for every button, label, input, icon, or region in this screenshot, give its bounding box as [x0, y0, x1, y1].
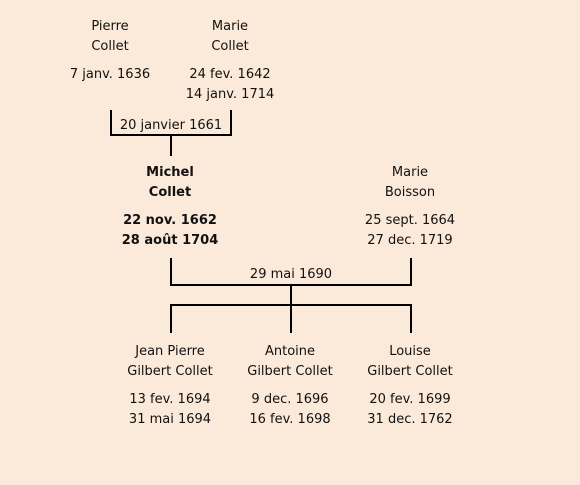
person-pierre-collet: Pierre Collet 7 janv. 1636 — [45, 17, 175, 85]
connector-line — [410, 258, 412, 286]
birth-date: 7 janv. 1636 — [69, 67, 151, 82]
birth-date: 22 nov. 1662 — [123, 213, 217, 228]
person-marie-boisson: Marie Boisson 25 sept. 1664 27 dec. 1719 — [345, 163, 475, 251]
last-name: Collet — [211, 39, 249, 54]
first-name: Louise — [389, 344, 431, 359]
last-name: Gilbert Collet — [247, 364, 333, 379]
person-marie-collet: Marie Collet 24 fev. 1642 14 janv. 1714 — [165, 17, 295, 105]
first-name: Jean Pierre — [135, 344, 205, 359]
union-line — [110, 134, 232, 136]
birth-date: 9 dec. 1696 — [251, 392, 329, 407]
birth-date: 24 fev. 1642 — [189, 67, 271, 82]
first-name: Marie — [211, 19, 249, 34]
first-name: Marie — [391, 165, 429, 180]
child-line — [290, 304, 292, 333]
last-name: Gilbert Collet — [127, 364, 213, 379]
birth-date: 20 fev. 1699 — [369, 392, 451, 407]
death-date: 14 janv. 1714 — [185, 87, 275, 102]
death-date: 27 dec. 1719 — [367, 233, 453, 248]
last-name: Collet — [148, 185, 192, 200]
marriage-date: 20 janvier 1661 — [119, 118, 223, 133]
descent-line — [170, 136, 172, 156]
first-name: Pierre — [91, 19, 129, 34]
marriage-date: 29 mai 1690 — [249, 267, 333, 282]
child-line — [170, 304, 172, 333]
death-date: 31 mai 1694 — [128, 412, 212, 427]
death-date: 16 fev. 1698 — [249, 412, 331, 427]
first-name: Michel — [146, 165, 194, 180]
union-line — [170, 284, 412, 286]
first-name: Antoine — [264, 344, 316, 359]
birth-date: 13 fev. 1694 — [129, 392, 211, 407]
person-michel-collet: Michel Collet 22 nov. 1662 28 août 1704 — [105, 163, 235, 251]
last-name: Boisson — [384, 185, 436, 200]
death-date: 31 dec. 1762 — [367, 412, 453, 427]
descent-line — [290, 286, 292, 304]
last-name: Gilbert Collet — [367, 364, 453, 379]
person-louise: Louise Gilbert Collet 20 fev. 1699 31 de… — [345, 342, 475, 430]
person-antoine: Antoine Gilbert Collet 9 dec. 1696 16 fe… — [225, 342, 355, 430]
last-name: Collet — [91, 39, 129, 54]
death-date: 28 août 1704 — [121, 233, 219, 248]
connector-line — [170, 258, 172, 286]
connector-line — [110, 110, 112, 136]
birth-date: 25 sept. 1664 — [364, 213, 456, 228]
child-line — [410, 304, 412, 333]
connector-line — [230, 110, 232, 136]
person-jean-pierre: Jean Pierre Gilbert Collet 13 fev. 1694 … — [105, 342, 235, 430]
